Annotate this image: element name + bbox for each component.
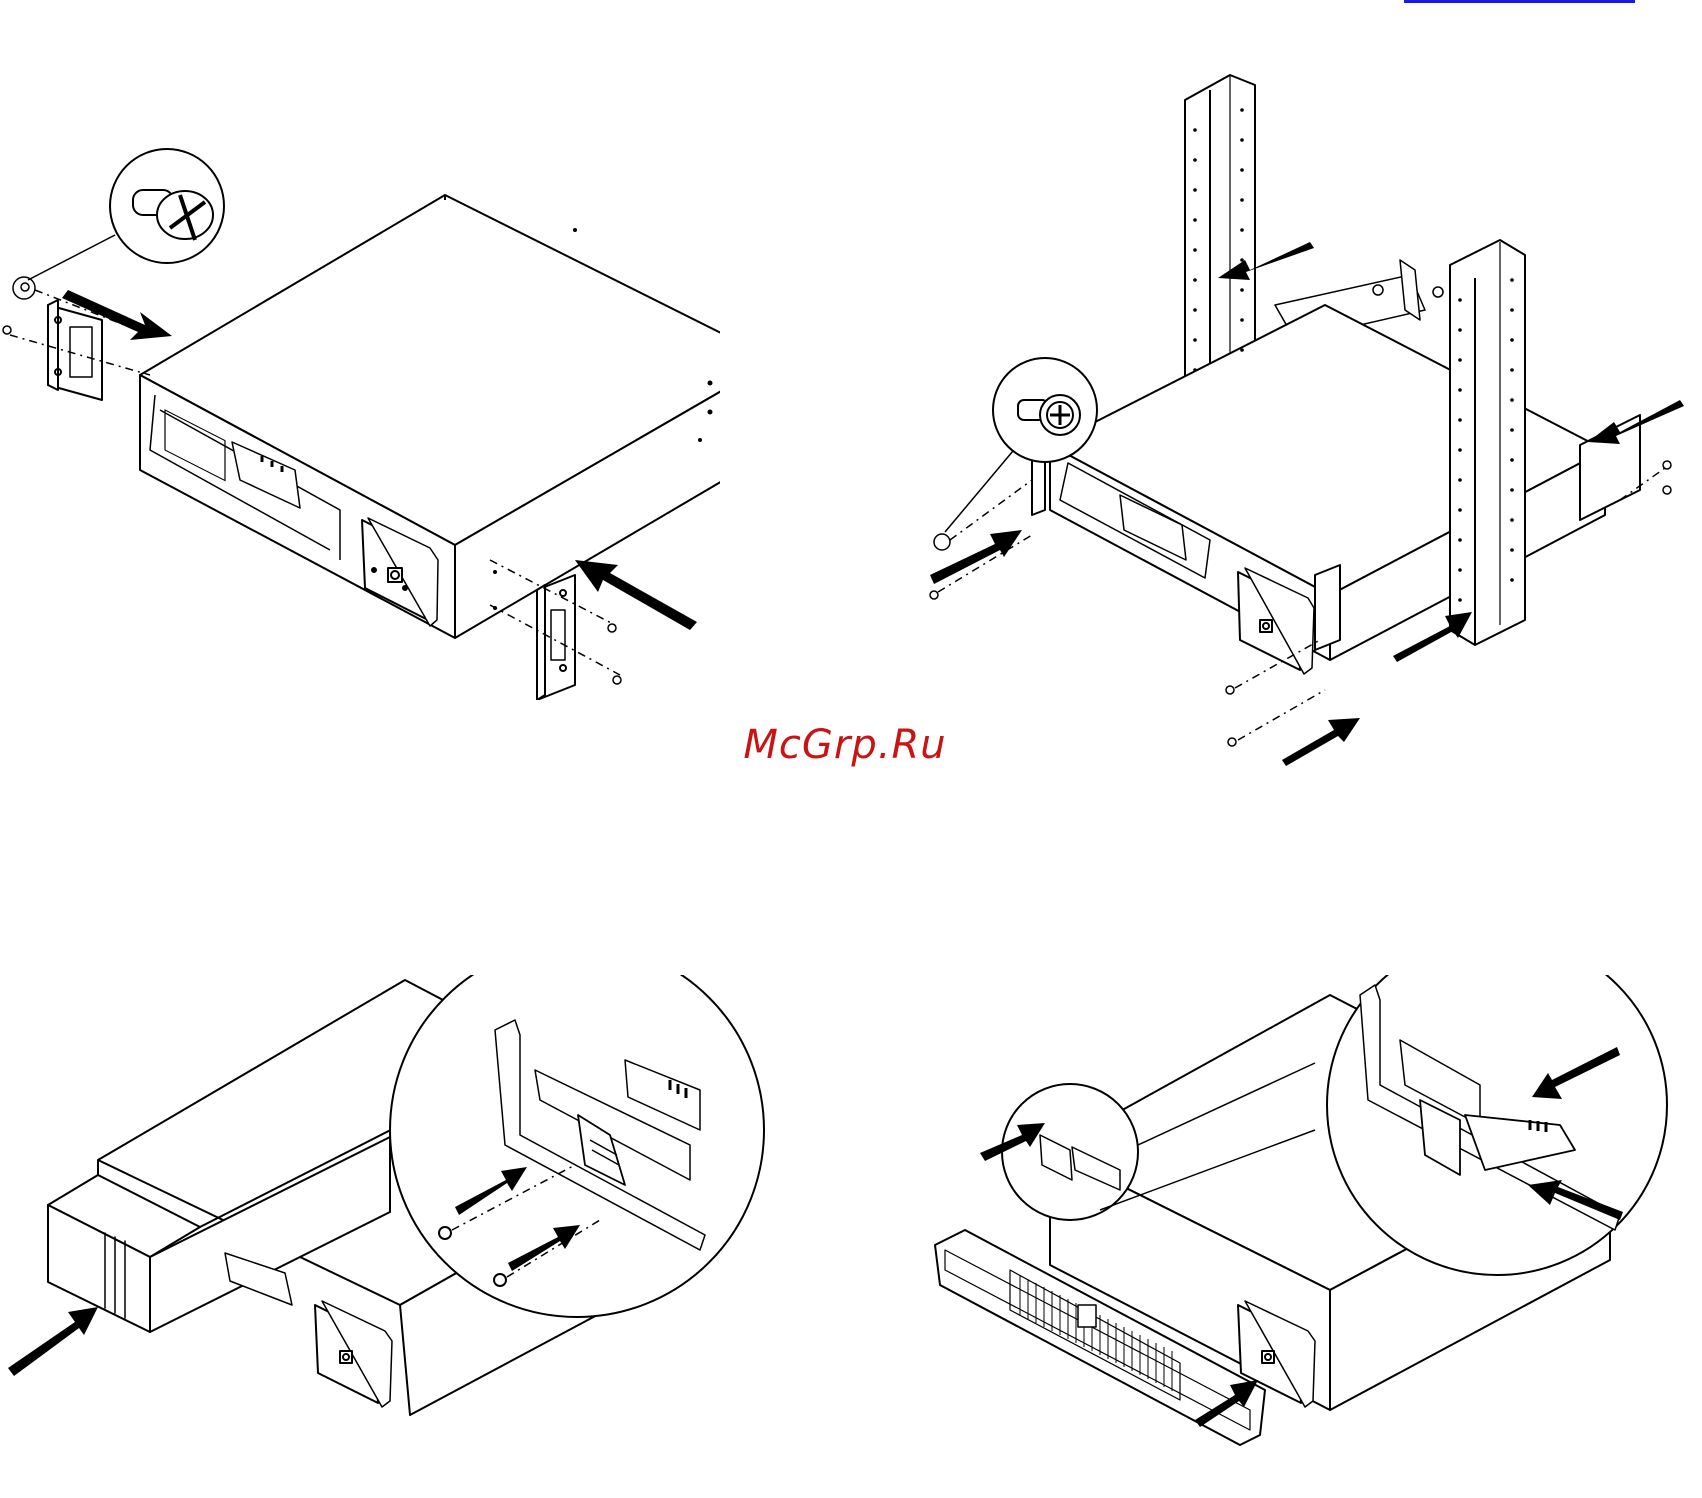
rack-post-rear [1185,75,1255,392]
watermark-text: McGrp.Ru [743,722,946,768]
watermark: McGrp.Ru [0,722,1702,768]
ups-chassis [140,195,720,638]
left-mounting-bracket [48,300,102,400]
top-link-underline[interactable] [1404,0,1635,3]
figure-step-1 [0,140,720,700]
figure-step-4 [920,975,1702,1495]
figure-step-3 [0,975,770,1435]
screw-detail-zoom [28,149,224,280]
figure-step-2 [920,70,1702,770]
